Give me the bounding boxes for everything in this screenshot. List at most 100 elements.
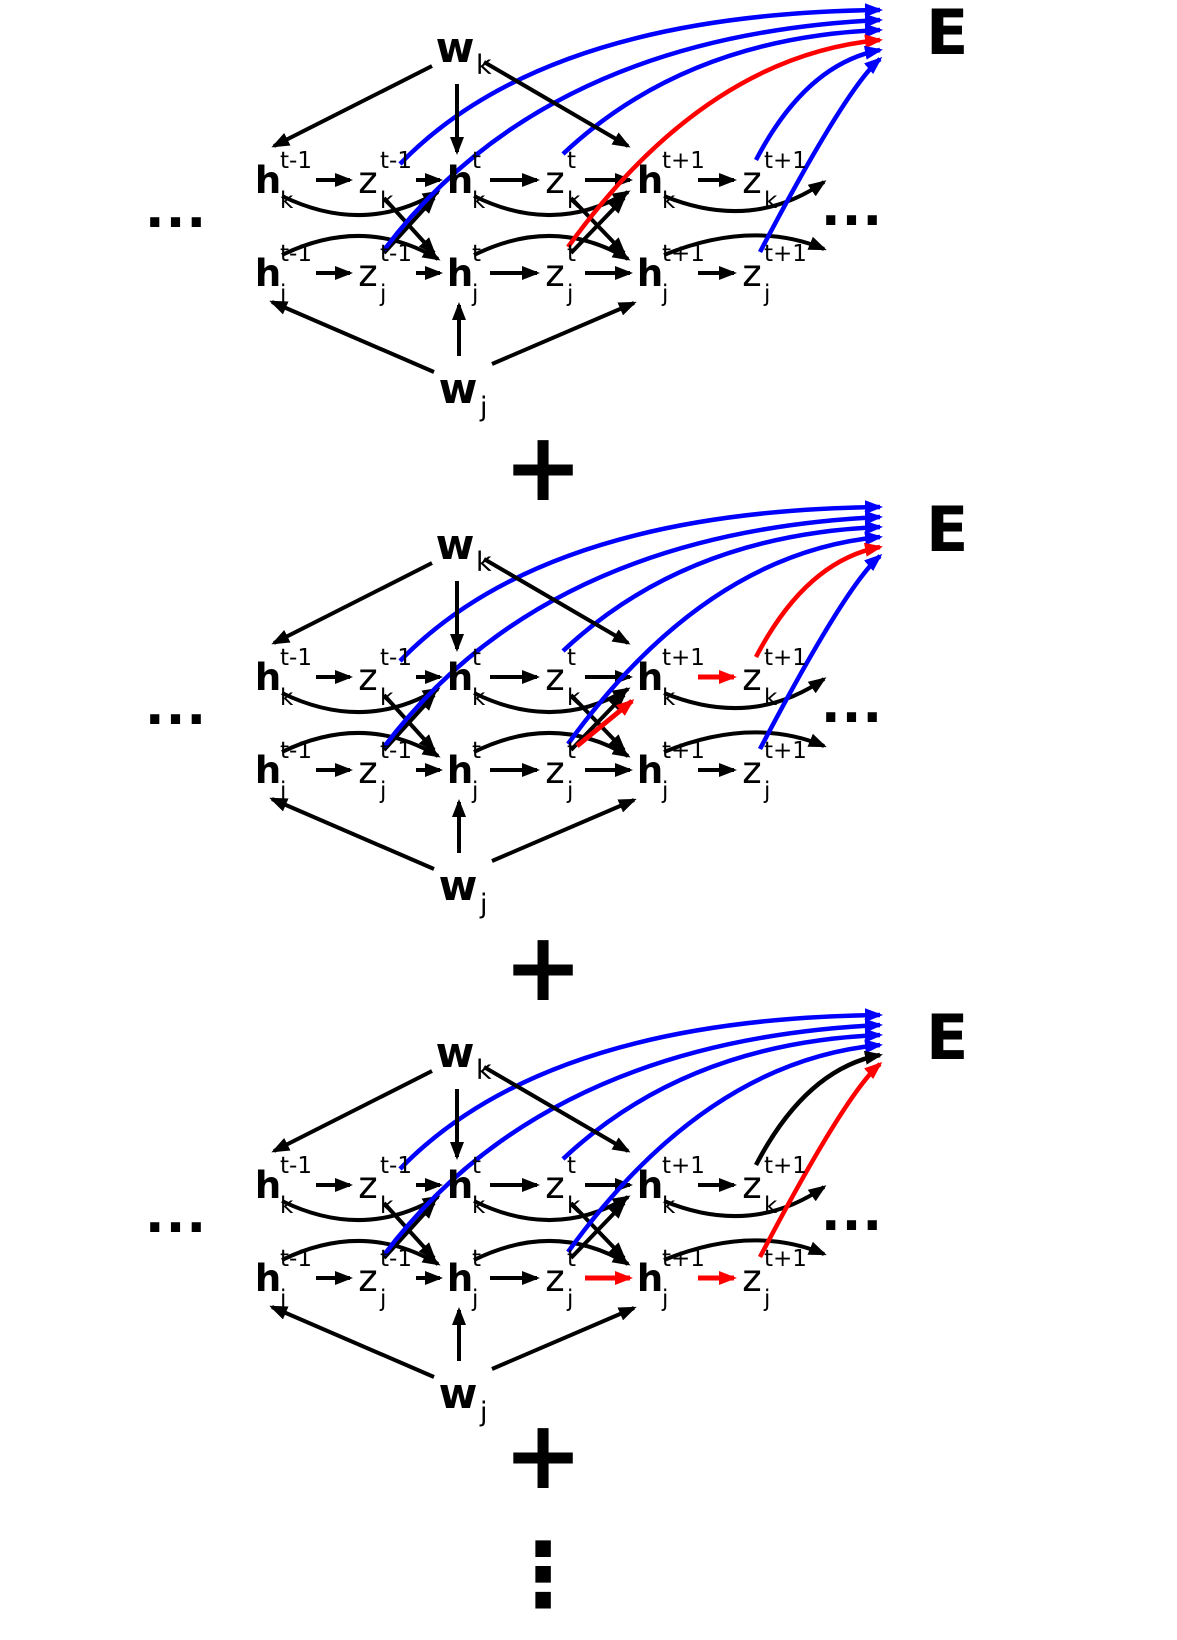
node-h-j-t-1-superscript: t-1 <box>280 738 312 764</box>
node-h-j-t-1: ht-1j <box>255 241 312 307</box>
node-h-j-t-superscript: t <box>472 738 481 764</box>
node-w-j-letter: w <box>439 1369 478 1418</box>
right-ellipsis: ... <box>821 1183 883 1243</box>
node-z-j-t+1-subscript: j <box>763 1286 770 1312</box>
recurrent-arc-j-out <box>663 730 827 754</box>
node-h-k-t+1-superscript: t+1 <box>662 1153 705 1179</box>
node-h-k-t-1-letter: h <box>255 1164 281 1207</box>
node-h-k-t-1-letter: h <box>255 656 281 699</box>
node-h-k-t-1-subscript: k <box>280 1193 294 1219</box>
recurrent-arc-k-out <box>663 180 827 214</box>
node-h-k-t: htk <box>447 148 486 214</box>
plus-sign-3: + <box>503 1401 583 1511</box>
arrow-wk-to-h-next <box>482 1065 631 1153</box>
node-w-j-subscript: j <box>479 1397 488 1428</box>
node-z-j-t+1-letter: z <box>742 1257 761 1300</box>
arrow-wj-to-h-next <box>491 798 637 863</box>
node-w-j-subscript: j <box>479 889 488 920</box>
right-ellipsis: ... <box>821 675 883 735</box>
node-h-k-t+1-subscript: k <box>662 188 676 214</box>
node-h-j-t-letter: h <box>447 252 473 295</box>
node-z-k-t-1-subscript: k <box>380 685 394 711</box>
node-z-j-t-superscript: t <box>567 241 576 267</box>
node-z-k-t+1-subscript: k <box>764 1193 778 1219</box>
left-ellipsis: ... <box>145 180 207 240</box>
node-w-k-subscript: k <box>476 50 492 81</box>
node-w-k-subscript: k <box>476 547 492 578</box>
recurrent-arc-k-out <box>663 1185 827 1219</box>
arrow-wj-to-h-next <box>491 1306 637 1371</box>
error-curve-j2 <box>758 1062 883 1259</box>
recurrent-arc-j-0 <box>281 234 441 261</box>
error-curve-j0 <box>382 1018 883 1257</box>
recurrent-arc-k-0 <box>281 190 441 217</box>
node-h-k-t+1: ht+1k <box>637 1153 705 1219</box>
node-h-k-t-1-letter: h <box>255 159 281 202</box>
node-h-k-t+1: ht+1 k <box>637 148 705 214</box>
node-h-j-t: htj <box>447 1246 481 1312</box>
cross-arrow-zj-to-hk-0 <box>382 1200 437 1260</box>
node-h-j-t-1-letter: h <box>255 252 281 295</box>
node-h-j-t-superscript: t <box>472 241 481 267</box>
node-h-j-t-1: ht-1j <box>255 1246 312 1312</box>
node-z-j-t-1-letter: z <box>358 252 377 295</box>
node-z-j-t-1-subscript: j <box>379 778 386 804</box>
error-curve-k0 <box>398 1008 883 1171</box>
node-h-k-t+1-superscript: t+1 <box>662 148 705 174</box>
recurrent-arc-k-1 <box>473 1195 631 1223</box>
node-h-j-t+1: ht+1j <box>637 738 705 804</box>
node-h-j-t: htj <box>447 738 481 804</box>
node-h-k-t-letter: h <box>447 1164 473 1207</box>
arrow-wj-to-h-next <box>491 301 637 366</box>
node-h-j-t-superscript: t <box>472 1246 481 1272</box>
node-z-k-t+1-superscript: t+1 <box>764 148 807 174</box>
node-h-j-t+1-superscript: t+1 <box>662 241 705 267</box>
node-z-k-t-1-superscript: t-1 <box>380 645 412 671</box>
node-h-j-t-1-superscript: t-1 <box>280 1246 312 1272</box>
error-node-label: E <box>926 493 968 566</box>
arrow-wk-to-h-prev <box>271 561 433 645</box>
node-h-k-t: htk <box>447 645 486 711</box>
node-h-k-t: htk <box>447 1153 486 1219</box>
cross-arrow-zj-to-hk-1 <box>569 1200 627 1260</box>
node-z-j-t-1-letter: z <box>358 749 377 792</box>
node-z-j-t+1-letter: z <box>742 749 761 792</box>
node-z-k-t-letter: z <box>545 1164 564 1207</box>
node-h-j-t-letter: h <box>447 749 473 792</box>
recurrent-arc-k-0 <box>281 687 441 714</box>
node-z-j-t+1-subscript: j <box>763 281 770 307</box>
node-h-k-t-1: ht-1k <box>255 1153 312 1219</box>
node-z-k-t+1-letter: z <box>742 159 761 202</box>
left-ellipsis: ... <box>145 677 207 737</box>
arrow-wj-to-h-prev <box>269 1305 435 1379</box>
node-w-j-subscript: j <box>479 392 488 423</box>
node-z-k-t+1-letter: z <box>742 656 761 699</box>
node-h-k-t-1: ht-1k <box>255 148 312 214</box>
arrow-wk-to-h-next <box>482 60 631 148</box>
node-h-k-t+1-superscript: t+1 <box>662 645 705 671</box>
node-w-k-letter: w <box>436 23 475 72</box>
node-z-j-t-superscript: t <box>567 1246 576 1272</box>
node-z-j-t-1-superscript: t-1 <box>380 241 412 267</box>
node-h-k-t+1-letter: h <box>637 159 663 202</box>
node-h-j-t+1: ht+1j <box>637 1246 705 1312</box>
node-w-k-letter: w <box>436 1028 475 1077</box>
cross-arrow-zj-to-hk-0 <box>382 195 437 255</box>
node-h-k-t-superscript: t <box>472 645 481 671</box>
node-z-k-t-1-subscript: k <box>380 1193 394 1219</box>
error-curve-j0 <box>382 13 883 252</box>
node-z-k-t+1-letter: z <box>742 1164 761 1207</box>
error-curve-j2 <box>758 554 883 751</box>
node-z-k-t+1-subscript: k <box>764 685 778 711</box>
node-z-j-t+1-superscript: t+1 <box>764 738 807 764</box>
